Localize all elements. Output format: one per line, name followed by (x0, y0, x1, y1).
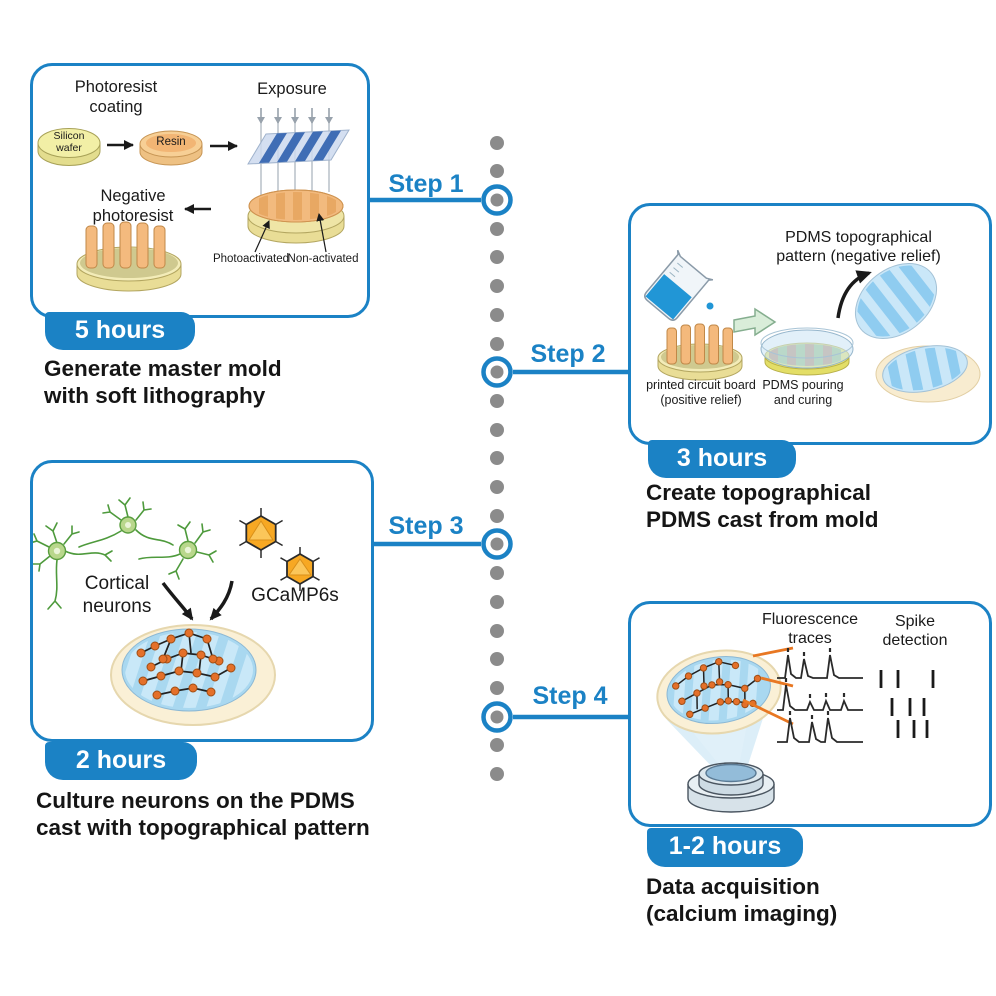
step-2-label: Step 2 (530, 340, 606, 368)
pouring-label: PDMS pouring and curing (762, 378, 844, 407)
roi-connector-lines-icon (742, 646, 794, 726)
pcb-label: printed circuit board (positive relief) (646, 378, 756, 407)
calcium-imaging-illustration (656, 646, 935, 813)
step-2-node (481, 356, 513, 388)
gcamp-label: GCaMP6s (251, 585, 339, 606)
step-4-node (481, 701, 513, 733)
step-1-panel: Photoresist coating Exposure Silicon waf… (30, 63, 370, 318)
curved-arrow-icon (836, 270, 872, 319)
step-3-duration-badge: 2 hours (45, 742, 197, 780)
beaker-pouring-icon (644, 249, 714, 321)
resin-dish-icon (139, 130, 203, 166)
pdms-pattern-label: PDMS topographical pattern (negative rel… (776, 229, 941, 266)
spike-detection-label: Spike detection (882, 613, 948, 650)
pdms-cast-tilted-icon (845, 252, 945, 352)
resin-label: Resin (156, 136, 186, 148)
step-3-label: Step 3 (388, 512, 464, 540)
liquid-drop-icon (706, 302, 714, 310)
block-arrow-icon (733, 307, 777, 337)
spike-raster-icon (879, 670, 935, 738)
silicon-wafer-label: Silicon wafer (53, 130, 85, 155)
cortical-neurons-label: Cortical neurons (82, 573, 152, 617)
step-3-panel: Cortical neurons GCaMP6s (30, 460, 374, 742)
pdms-cast-illustration (644, 249, 981, 403)
step-1-label: Step 1 (388, 170, 464, 198)
uv-exposure-arrows-icon (257, 108, 333, 124)
microscope-objective-icon (687, 762, 775, 813)
pcb-mold-icon (657, 323, 743, 381)
step-4-duration-badge: 1-2 hours (647, 828, 803, 867)
silicon-wafer-icon (37, 128, 101, 166)
step-2-duration-badge: 3 hours (648, 440, 796, 478)
photoactivated-label: Photoactivated (212, 253, 290, 265)
fluorescence-traces-label: Fluorescence traces (761, 611, 859, 648)
imaging-dish-icon (656, 649, 782, 735)
exposure-label: Exposure (257, 80, 327, 98)
gcamp-virus-icon (280, 547, 320, 591)
neuron-culture-dish-icon (110, 624, 276, 726)
negative-photoresist-label: Negative photoresist (92, 187, 174, 225)
step-2-caption: Create topographical PDMS cast from mold (646, 480, 879, 532)
step-2-panel: PDMS topographical pattern (negative rel… (628, 203, 992, 445)
step-3-caption: Culture neurons on the PDMS cast with to… (36, 788, 370, 840)
cortical-neurons-icon (33, 497, 217, 610)
neuron-culture-illustration (33, 497, 320, 726)
fluorescence-traces-icon (777, 648, 863, 743)
non-activated-label: Non-activated (287, 253, 359, 265)
photoactivated-pointer-icon (254, 220, 270, 253)
photoresist-coating-label: Photoresist coating (74, 78, 158, 116)
curved-arrow-icon (161, 581, 194, 621)
step-4-panel: Fluorescence traces Spike detection (628, 601, 992, 827)
non-activated-pointer-icon (316, 213, 327, 253)
step-1-node (481, 184, 513, 216)
gcamp-virus-icon (239, 508, 283, 558)
curved-arrow-icon (209, 580, 234, 621)
photomask-icon (247, 129, 350, 165)
step-1-duration-badge: 5 hours (45, 312, 195, 350)
curing-dish-icon (760, 327, 854, 376)
step-1-caption: Generate master mold with soft lithograp… (44, 356, 282, 408)
soft-lithography-illustration (37, 108, 350, 292)
step-3-node (481, 528, 513, 560)
exposed-resin-dish-icon (247, 189, 345, 244)
photoresist-mold-icon (76, 221, 182, 292)
pdms-cast-dish-icon (875, 340, 981, 403)
neuron-soma-dots-icon (136, 628, 236, 700)
step-4-caption: Data acquisition (calcium imaging) (646, 874, 838, 926)
step-4-label: Step 4 (532, 682, 608, 710)
timeline-dotted-line (490, 136, 504, 781)
